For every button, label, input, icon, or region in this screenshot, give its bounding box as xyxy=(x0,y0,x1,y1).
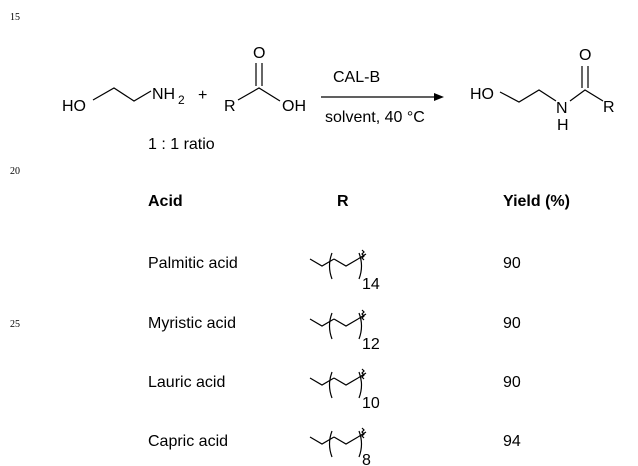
arrow-head-icon xyxy=(434,93,444,101)
product-r-label: R xyxy=(603,99,615,116)
ethanolamine-ho-label: HO xyxy=(62,98,86,115)
header-acid: Acid xyxy=(148,193,183,210)
repeat-count: 14 xyxy=(362,276,380,293)
line-number-25: 25 xyxy=(10,319,20,330)
ratio-label: 1 : 1 ratio xyxy=(148,136,215,153)
product-carbonyl-o-label: O xyxy=(579,47,591,64)
acid-oh-label: OH xyxy=(282,98,306,115)
product-amide-structure: HO N H O R xyxy=(470,47,615,134)
reaction-arrow: CAL-B solvent, 40 °C xyxy=(321,69,444,126)
acid-name: Myristic acid xyxy=(148,315,237,332)
line-number-20: 20 xyxy=(10,166,20,177)
acid-name: Capric acid xyxy=(148,433,229,450)
line-number-15: 15 xyxy=(10,12,20,23)
repeat-count: 10 xyxy=(362,395,380,412)
product-n-label: N xyxy=(556,100,568,117)
product-h-label: H xyxy=(557,117,569,134)
product-ho-label: HO xyxy=(470,86,494,103)
wavy-bond-icon xyxy=(361,427,365,439)
yield-value: 90 xyxy=(503,315,521,332)
yield-value: 90 xyxy=(503,255,521,272)
acid-name: Lauric acid xyxy=(148,374,226,391)
yield-value: 90 xyxy=(503,374,521,391)
repeat-count: 12 xyxy=(362,336,380,353)
ethanolamine-nh-label: NH xyxy=(152,86,175,103)
ethanolamine-chain-bond xyxy=(92,87,152,102)
repeat-count: 8 xyxy=(362,452,371,466)
acid-name: Palmitic acid xyxy=(148,255,238,272)
arrow-catalyst-label: CAL-B xyxy=(333,69,380,86)
plus-sign: + xyxy=(198,87,207,104)
wavy-bond-icon xyxy=(361,368,365,380)
header-yield: Yield (%) xyxy=(503,193,570,210)
wavy-bond-icon xyxy=(361,249,365,261)
yield-value: 94 xyxy=(503,433,521,450)
wavy-bond-icon xyxy=(361,309,365,321)
acid-carbonyl-o-label: O xyxy=(253,45,265,62)
acid-r-label: R xyxy=(224,98,236,115)
ethanolamine-structure: HO NH 2 xyxy=(62,86,185,115)
ethanolamine-nh-subscript: 2 xyxy=(178,93,185,107)
arrow-conditions-label: solvent, 40 °C xyxy=(325,109,425,126)
header-r: R xyxy=(337,193,349,210)
carboxylic-acid-structure: O R OH xyxy=(224,45,306,115)
